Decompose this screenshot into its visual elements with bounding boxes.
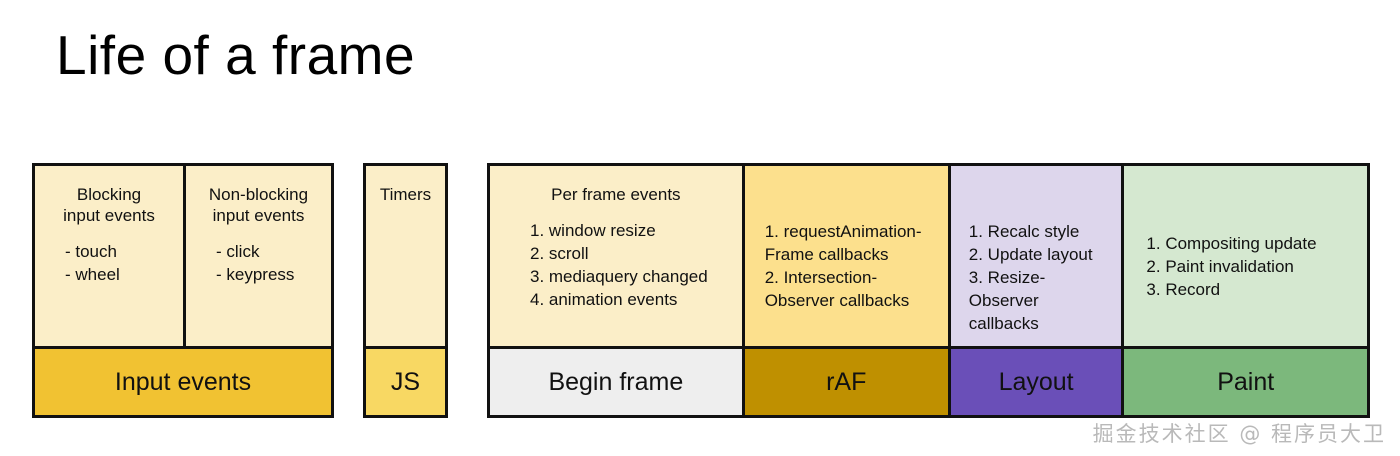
non-blocking-input-events-list: - click - keypress <box>198 240 319 286</box>
timers-heading: Timers <box>379 185 432 204</box>
frame-pipeline-group: Per frame events 1. window resize 2. scr… <box>487 163 1370 418</box>
frame-pipeline-stage-row: Begin frame rAF Layout Paint <box>490 346 1367 415</box>
raf-callbacks-list: 1. requestAnimation- Frame callbacks 2. … <box>757 176 936 312</box>
list-item: 1. requestAnimation- Frame callbacks <box>764 222 922 264</box>
frame-pipeline-detail-row: Per frame events 1. window resize 2. scr… <box>490 166 1367 346</box>
non-blocking-input-events-heading: Non-blocking input events <box>208 185 309 225</box>
input-events-group: Blocking input events - touch - wheel No… <box>32 163 334 418</box>
stage-paint: Paint <box>1121 349 1367 415</box>
timers-cell: Timers <box>366 166 445 346</box>
page-title: Life of a frame <box>56 24 416 86</box>
list-item: 3. mediaquery changed <box>530 267 708 286</box>
non-blocking-input-events-cell: Non-blocking input events - click - keyp… <box>183 166 331 346</box>
stage-js: JS <box>366 349 445 415</box>
blocking-input-events-cell: Blocking input events - touch - wheel <box>35 166 183 346</box>
list-item: - click <box>216 242 260 261</box>
list-item: 2. scroll <box>530 244 589 263</box>
timers-detail-row: Timers <box>366 166 445 346</box>
list-item: - touch <box>65 242 117 261</box>
list-item: 1. window resize <box>530 221 656 240</box>
list-item: 3. Resize- Observer callbacks <box>968 268 1046 333</box>
list-item: - wheel <box>65 265 120 284</box>
list-item: 1. Compositing update <box>1146 234 1317 253</box>
layout-steps-cell: 1. Recalc style 2. Update layout 3. Resi… <box>947 166 1122 346</box>
layout-steps-list: 1. Recalc style 2. Update layout 3. Resi… <box>963 176 1110 335</box>
list-item: 3. Record <box>1146 280 1221 299</box>
js-group: Timers JS <box>363 163 448 418</box>
input-events-stage-row: Input events <box>35 346 331 415</box>
stage-raf: rAF <box>741 349 948 415</box>
list-item: - keypress <box>216 265 295 284</box>
stage-input-events: Input events <box>35 349 331 415</box>
list-item: 2. Intersection- Observer callbacks <box>764 268 910 310</box>
list-item: 1. Recalc style <box>968 222 1080 241</box>
input-events-detail-row: Blocking input events - touch - wheel No… <box>35 166 331 346</box>
js-stage-row: JS <box>366 346 445 415</box>
stage-layout: Layout <box>947 349 1122 415</box>
stage-begin-frame: Begin frame <box>490 349 742 415</box>
list-item: 4. animation events <box>530 290 678 309</box>
per-frame-events-heading: Per frame events <box>551 185 681 204</box>
per-frame-events-list: 1. window resize 2. scroll 3. mediaquery… <box>502 219 730 311</box>
raf-callbacks-cell: 1. requestAnimation- Frame callbacks 2. … <box>741 166 948 346</box>
watermark: 掘金技术社区 @ 程序员大卫 <box>1092 422 1386 446</box>
paint-steps-list: 1. Compositing update 2. Paint invalidat… <box>1136 176 1355 301</box>
paint-steps-cell: 1. Compositing update 2. Paint invalidat… <box>1121 166 1367 346</box>
blocking-input-events-heading: Blocking input events <box>63 185 155 225</box>
per-frame-events-cell: Per frame events 1. window resize 2. scr… <box>490 166 742 346</box>
list-item: 2. Paint invalidation <box>1146 257 1294 276</box>
blocking-input-events-list: - touch - wheel <box>47 240 171 286</box>
list-item: 2. Update layout <box>968 245 1093 264</box>
